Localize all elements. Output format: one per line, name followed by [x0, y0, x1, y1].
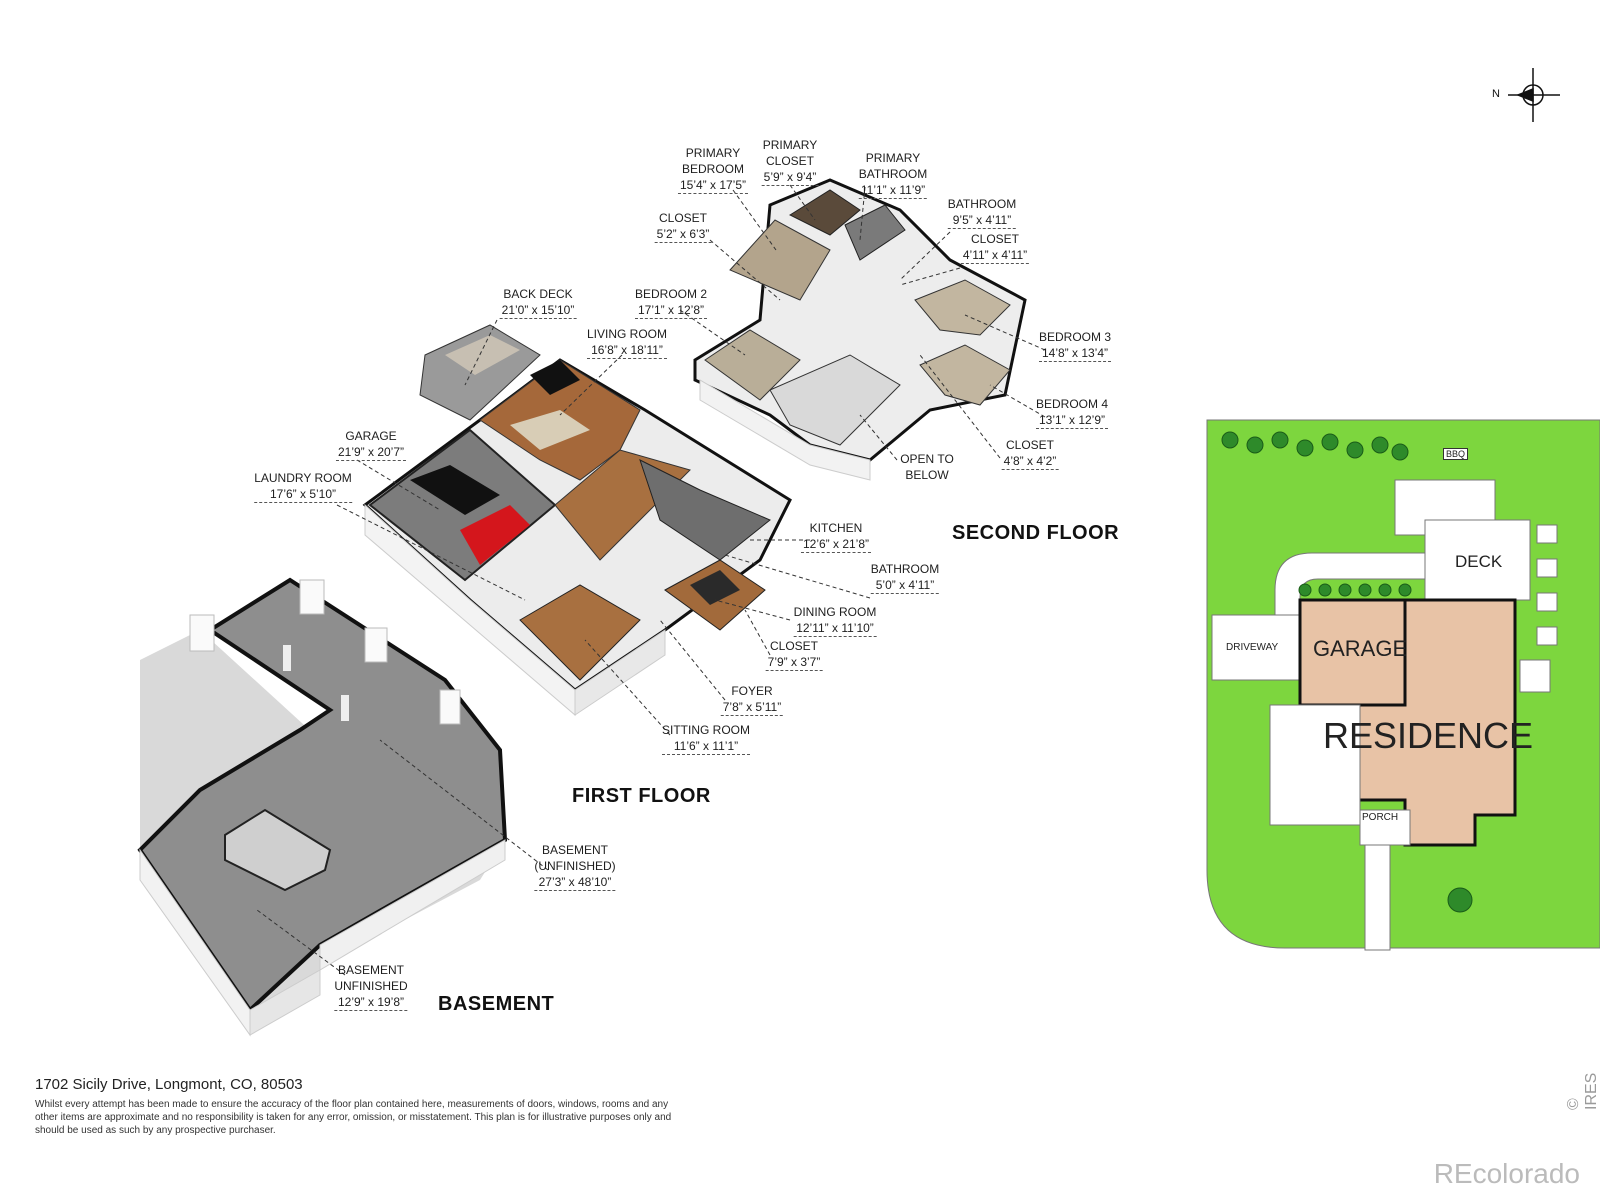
- room-label-basement-main: BASEMENT (UNFINISHED) 27’3” x 48’10”: [534, 842, 616, 891]
- recolorado-logo: REcolorado: [1433, 1158, 1580, 1189]
- room-dimensions: 21’0” x 15’10”: [499, 303, 577, 319]
- room-name: LAUNDRY ROOM: [254, 471, 352, 485]
- room-label-open-to-below: OPEN TO BELOW: [900, 451, 954, 483]
- room-name: BEDROOM 4: [1035, 397, 1109, 411]
- room-name: SITTING ROOM: [662, 723, 750, 737]
- room-name: BATHROOM: [947, 197, 1017, 211]
- red-car: [460, 505, 530, 565]
- room-dimensions: 4’8” x 4’2”: [1001, 454, 1059, 470]
- room-label-garage: GARAGE 21’9” x 20’7”: [335, 428, 407, 461]
- room-dimensions: 7’8” x 5’11”: [720, 700, 784, 716]
- room-dimensions: 5’2” x 6’3”: [654, 227, 712, 243]
- site-residence-label: RESIDENCE: [1323, 715, 1534, 756]
- room-dimensions: 5’9” x 9’4”: [761, 170, 819, 186]
- driveway-area: [1211, 614, 1308, 681]
- site-porch-label: PORCH: [1362, 812, 1399, 823]
- room-name: PRIMARY CLOSET: [762, 138, 818, 168]
- compass-north-label: N: [1492, 88, 1500, 100]
- label-leader-lines: [256, 184, 1046, 976]
- deck-area: [1424, 519, 1531, 601]
- room-name: CLOSET: [1005, 438, 1054, 452]
- room-name: FOYER: [731, 684, 773, 698]
- room-dimensions: 11’6” x 11’1”: [662, 738, 750, 755]
- room-label-primary-bedroom: PRIMARY BEDROOM 15’4” x 17’5”: [677, 145, 749, 194]
- basement-drawing: [137, 577, 508, 1037]
- room-label-dining: DINING ROOM 12’11” x 11’10”: [793, 604, 877, 637]
- room-dimensions: 4’11” x 4’11”: [960, 248, 1030, 264]
- room-name: BASEMENT UNFINISHED: [334, 963, 408, 993]
- room-dimensions: 12’11” x 11’10”: [793, 620, 877, 637]
- room-dimensions: 12’6” x 21’8”: [800, 537, 872, 553]
- compass-icon: [1508, 68, 1560, 122]
- room-dimensions: 14’8” x 13’4”: [1038, 345, 1112, 362]
- room-dimensions: 5’0” x 4’11”: [870, 577, 940, 594]
- room-dimensions: 12’9” x 19’8”: [334, 994, 408, 1011]
- disclaimer-text: Whilst every attempt has been made to en…: [35, 1099, 672, 1136]
- room-name: BACK DECK: [503, 287, 573, 301]
- room-label-basement-unfinished: BASEMENT UNFINISHED 12’9” x 19’8”: [334, 962, 408, 1011]
- room-name: CLOSET: [970, 232, 1020, 246]
- second-floor-title: SECOND FLOOR: [952, 522, 1120, 544]
- second-floor-drawing: [693, 178, 1027, 481]
- room-name: LIVING ROOM: [586, 327, 668, 341]
- kitchen-floor: [639, 459, 771, 561]
- room-name: BASEMENT (UNFINISHED): [534, 843, 616, 873]
- room-dimensions: 15’4” x 17’5”: [677, 178, 749, 194]
- room-name: BEDROOM 3: [1038, 330, 1112, 344]
- room-label-closet-upper: CLOSET 5’2” x 6’3”: [654, 210, 712, 243]
- site-garage: [1298, 598, 1407, 707]
- room-label-living-room: LIVING ROOM 16’8” x 18’11”: [586, 326, 668, 359]
- room-label-bedroom-4: BEDROOM 4 13’1” x 12’9”: [1035, 396, 1109, 429]
- room-label-bathroom-upper: BATHROOM 9’5” x 4’11”: [947, 196, 1017, 229]
- room-label-foyer: FOYER 7’8” x 5’11”: [720, 683, 784, 716]
- property-address: 1702 Sicily Drive, Longmont, CO, 80503: [35, 1076, 303, 1093]
- room-dimensions: 13’1” x 12’9”: [1035, 412, 1109, 429]
- room-name: PRIMARY BATHROOM: [858, 151, 928, 181]
- site-driveway-label: DRIVEWAY: [1226, 642, 1279, 653]
- room-label-closet-main: CLOSET 7’9” x 3’7”: [765, 638, 823, 671]
- basement-title: BASEMENT: [438, 993, 555, 1015]
- site-bbq-label: BBQ: [1443, 448, 1469, 460]
- room-dimensions: 9’5” x 4’11”: [947, 212, 1017, 229]
- room-name: GARAGE: [345, 429, 397, 443]
- room-dimensions: 21’9” x 20’7”: [335, 445, 407, 461]
- room-dimensions: 16’8” x 18’11”: [586, 342, 668, 359]
- room-name: OPEN TO BELOW: [900, 452, 954, 482]
- room-label-sitting: SITTING ROOM 11’6” x 11’1”: [662, 722, 750, 755]
- ires-watermark: © IRES: [1565, 1072, 1600, 1110]
- first-floor-drawing: [362, 324, 792, 717]
- room-dimensions: 27’3” x 48’10”: [534, 874, 616, 891]
- room-name: PRIMARY BEDROOM: [681, 146, 745, 176]
- sitting-floor: [519, 584, 641, 681]
- room-label-closet-bath: CLOSET 4’11” x 4’11”: [960, 231, 1030, 264]
- room-label-kitchen: KITCHEN 12’6” x 21’8”: [800, 520, 872, 553]
- room-label-back-deck: BACK DECK 21’0” x 15’10”: [499, 286, 577, 319]
- room-dimensions: 7’9” x 3’7”: [765, 655, 823, 671]
- tree-icon: [1447, 887, 1473, 913]
- room-dimensions: 17’6” x 5’10”: [254, 486, 352, 503]
- room-name: CLOSET: [769, 639, 818, 653]
- site-plan: [1206, 419, 1600, 951]
- room-label-laundry: LAUNDRY ROOM 17’6” x 5’10”: [254, 470, 352, 503]
- room-dimensions: 11’1” x 11’9”: [858, 182, 928, 199]
- room-name: DINING ROOM: [793, 605, 877, 619]
- room-name: CLOSET: [658, 211, 707, 225]
- room-label-primary-bathroom: PRIMARY BATHROOM 11’1” x 11’9”: [858, 150, 928, 199]
- site-deck-label: DECK: [1455, 552, 1503, 571]
- room-name: BATHROOM: [870, 562, 940, 576]
- primary-bedroom-floor: [729, 219, 831, 301]
- room-dimensions: 17’1” x 12’8”: [634, 302, 708, 319]
- room-label-bedroom-2: BEDROOM 2 17’1” x 12’8”: [634, 286, 708, 319]
- porch-area: [1359, 809, 1411, 846]
- site-garage-label: GARAGE: [1313, 636, 1408, 661]
- room-label-primary-closet: PRIMARY CLOSET 5’9” x 9’4”: [761, 137, 819, 186]
- room-label-bathroom-main: BATHROOM 5’0” x 4’11”: [870, 561, 940, 594]
- first-floor-title: FIRST FLOOR: [572, 785, 711, 807]
- room-name: KITCHEN: [809, 521, 863, 535]
- room-label-closet-bedroom4: CLOSET 4’8” x 4’2”: [1001, 437, 1059, 470]
- room-name: BEDROOM 2: [634, 287, 708, 301]
- room-label-bedroom-3: BEDROOM 3 14’8” x 13’4”: [1038, 329, 1112, 362]
